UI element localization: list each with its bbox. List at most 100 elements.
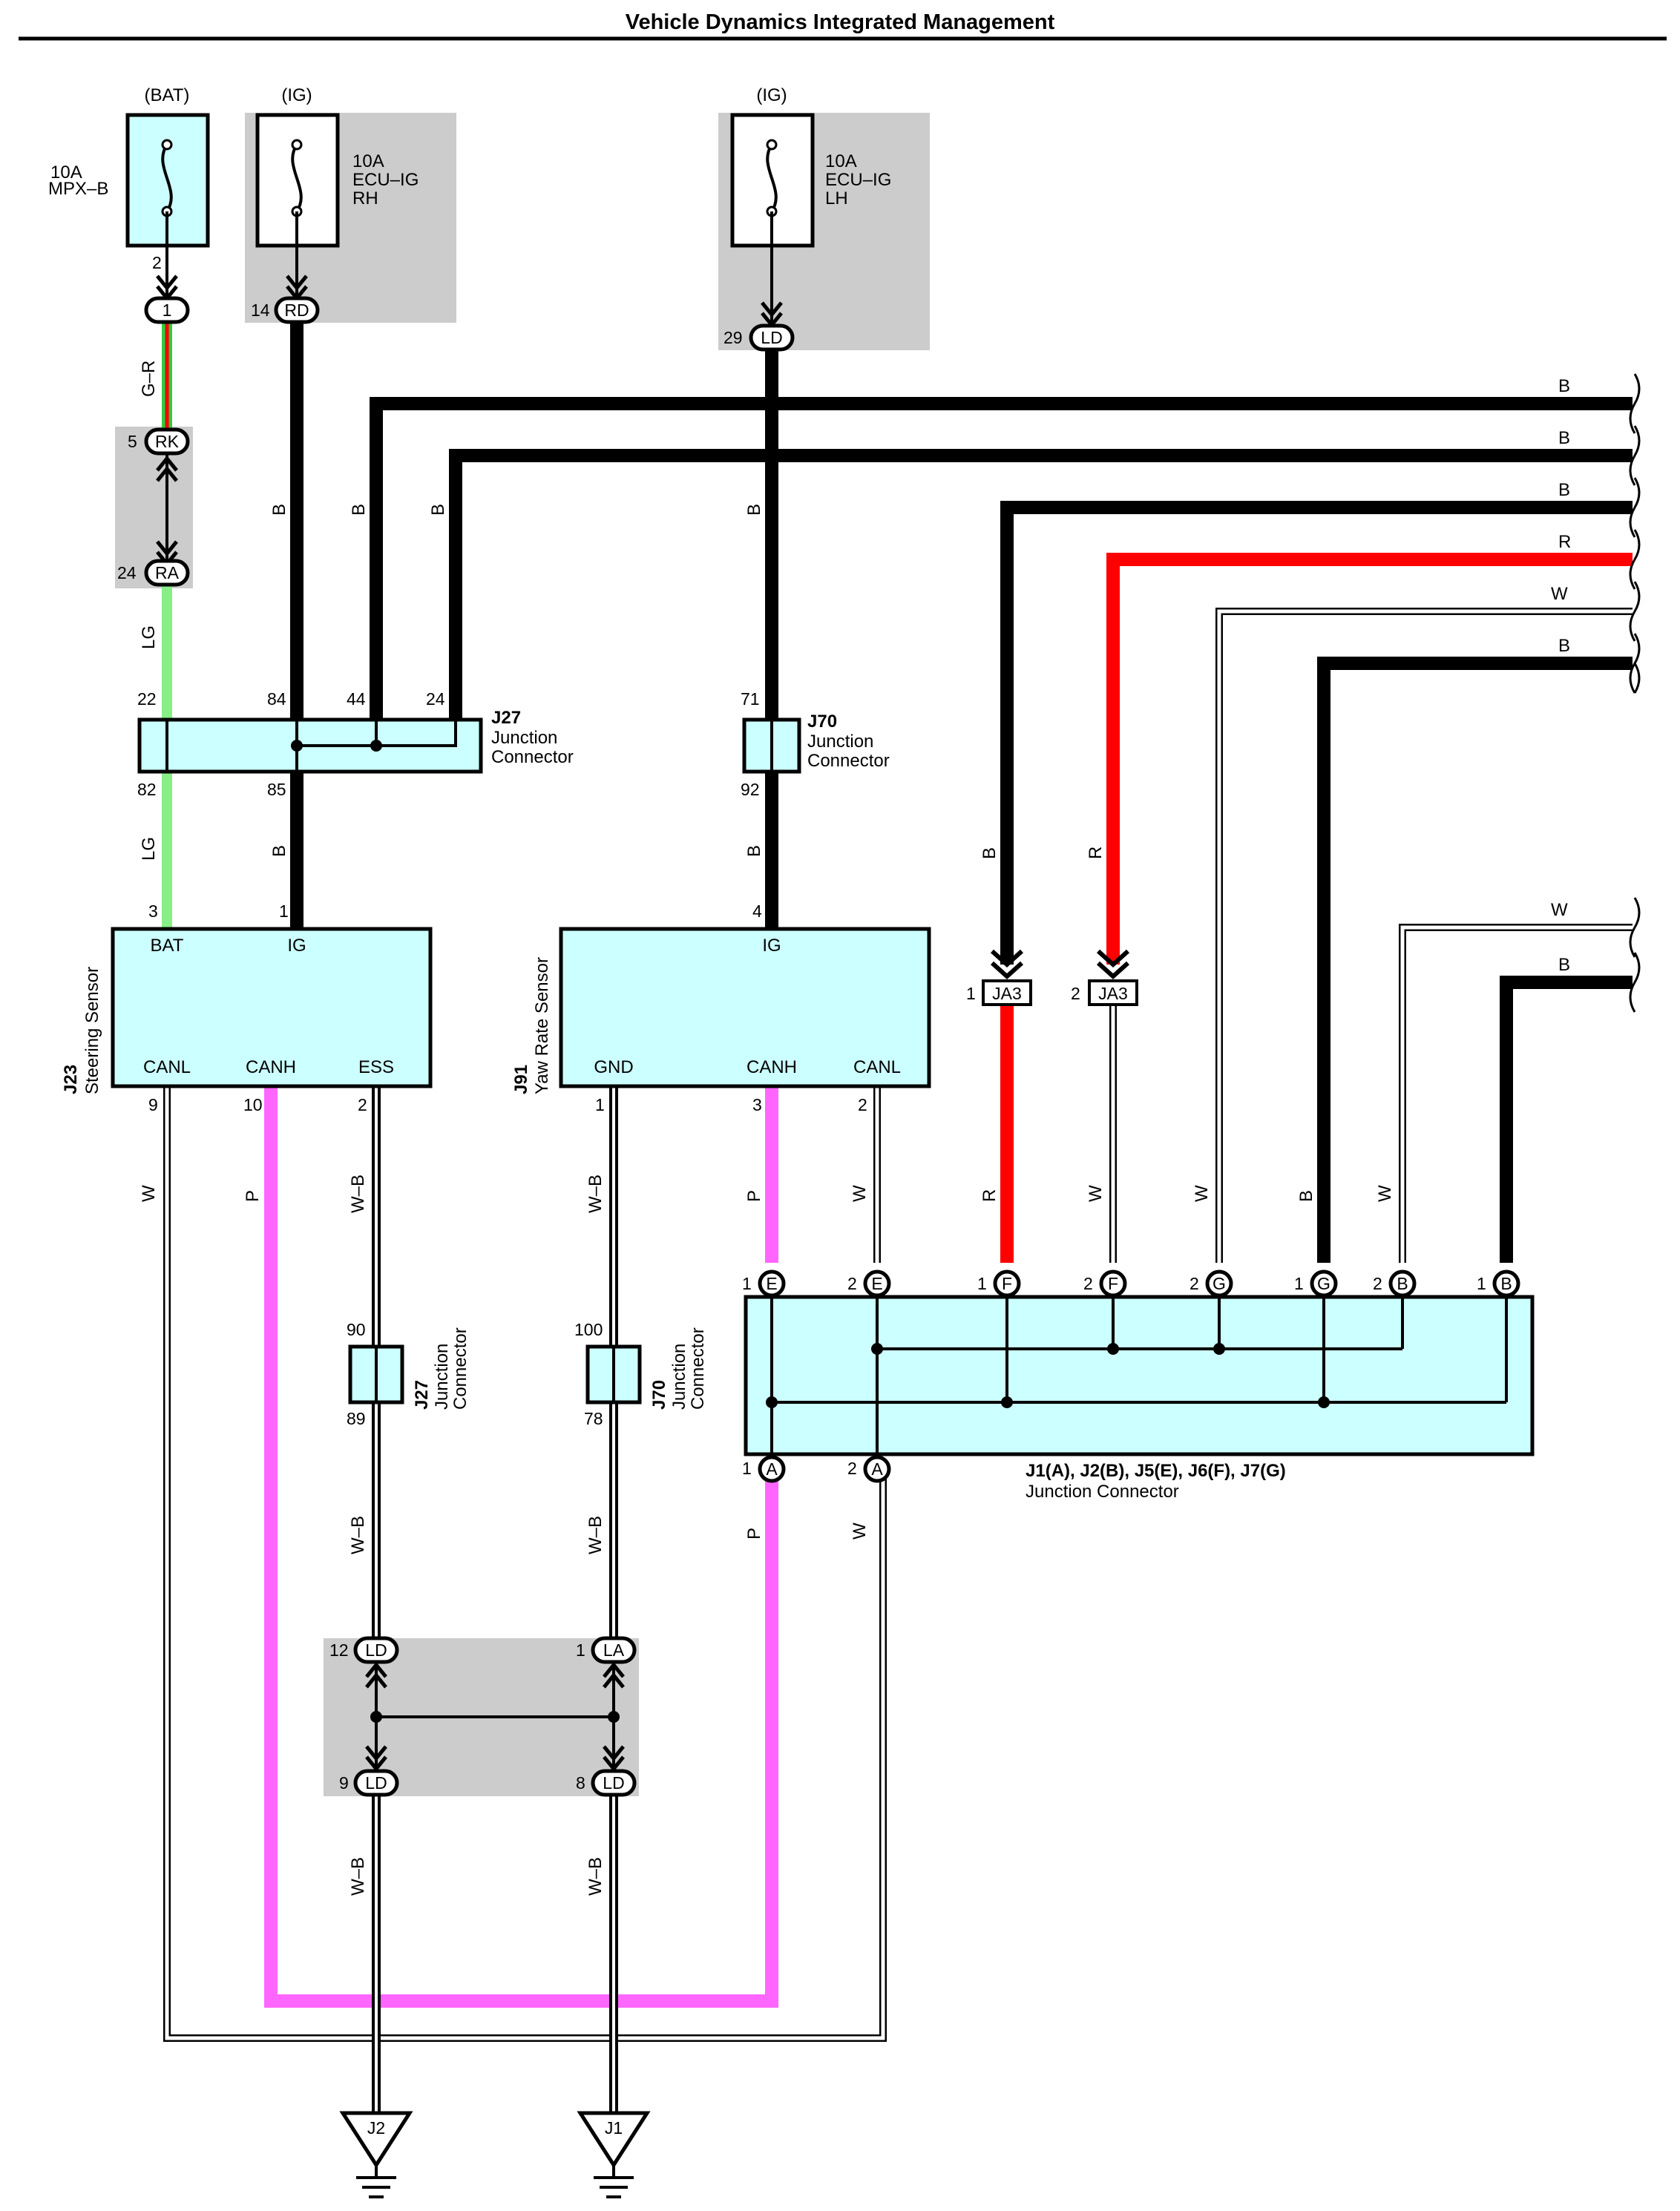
svg-text:24: 24 [117,563,137,582]
svg-text:W: W [1192,1185,1212,1202]
svg-text:B: B [744,504,764,516]
svg-text:78: 78 [584,1409,603,1428]
harness-labels: B B B R W B W B [1551,376,1571,975]
ground-j2: J2 [339,2111,413,2198]
svg-text:1: 1 [1294,1274,1304,1293]
connector-ja3-2: JA3 2 [1071,949,1138,1006]
svg-text:F: F [1002,1274,1012,1293]
svg-text:1: 1 [742,1459,752,1478]
fuse-mpxb: (BAT) 10A MPX–B 2 [48,85,210,301]
harness-label: B [1558,428,1570,448]
svg-text:CANH: CANH [246,1057,296,1077]
ground-j1: J1 [577,2111,651,2198]
jb-pin-e1: 1 E [742,1269,786,1298]
fuse-name: MPX–B [48,179,108,199]
svg-text:LD: LD [365,1773,387,1793]
fuse-source: (IG) [281,85,312,105]
j27-junction-mid: 90 89 J27 Junction Connector [347,1320,470,1428]
svg-text:BAT: BAT [151,936,184,956]
svg-text:CANL: CANL [143,1057,191,1077]
svg-text:A: A [766,1459,778,1479]
yaw-rate-sensor: 4 IG GND CANH CANL 1 3 2 J91 Yaw Rate Se… [511,901,931,1114]
svg-text:RA: RA [155,563,180,582]
connector-rd: 14 RD [251,296,320,324]
svg-text:1: 1 [742,1274,752,1293]
svg-text:R: R [1086,847,1106,859]
harness-label: B [1558,636,1570,656]
connector-ra: 24 RA [117,559,190,587]
fuse-name: ECU–IG [352,170,419,190]
svg-text:Yaw Rate Sensor: Yaw Rate Sensor [532,957,552,1094]
svg-text:B: B [349,504,369,516]
svg-text:W–B: W–B [585,1516,606,1554]
svg-text:W–B: W–B [348,1175,368,1213]
svg-text:G: G [1213,1274,1226,1293]
red-wires [1000,553,1633,1263]
svg-text:IG: IG [287,936,306,956]
svg-text:RK: RK [155,432,180,451]
harness-label: B [1558,480,1570,500]
pink-wires [264,1086,778,2008]
pin: 44 [347,689,366,709]
svg-text:W–B: W–B [585,1857,606,1896]
svg-text:JA3: JA3 [1098,984,1128,1003]
svg-text:1: 1 [279,901,289,921]
junction-block-subtitle: Junction Connector [1026,1482,1179,1502]
junction-label: Junction [491,728,557,748]
page-title: Vehicle Dynamics Integrated Management [626,10,1055,34]
svg-text:B: B [744,845,764,857]
svg-text:Connector: Connector [807,751,890,771]
svg-text:LG: LG [139,625,159,649]
fuse-ecuig-lh: (IG) 10A ECU–IG LH [730,85,891,328]
svg-text:J91: J91 [511,1065,531,1094]
connector-rk: 5 RK [128,427,190,456]
svg-text:Connector: Connector [450,1327,470,1410]
svg-text:J2: J2 [367,2118,385,2138]
svg-text:92: 92 [741,780,760,799]
fuse-pin: 2 [152,253,162,272]
svg-text:W: W [850,1522,870,1540]
jb-pin-g2: 2 G [1190,1269,1233,1298]
black-wires [290,319,1633,1263]
pin: 85 [267,780,286,799]
connector-ld-9: 9 LD [339,1769,399,1797]
steering-sensor: 3 1 BAT IG CANL CANH ESS 9 10 2 J23 Stee… [61,901,433,1114]
connector-ld-29: 29 LD [723,323,795,352]
svg-text:1: 1 [977,1274,987,1293]
svg-text:F: F [1108,1274,1118,1293]
connector-1: 1 [144,296,190,324]
j70-junction-mid: 100 78 J70 Junction Connector [574,1320,708,1428]
svg-text:W: W [1086,1185,1106,1202]
svg-text:CANL: CANL [853,1057,901,1077]
svg-text:Steering Sensor: Steering Sensor [82,967,102,1094]
harness-label: B [1558,955,1570,975]
svg-text:RD: RD [284,300,309,320]
svg-text:J70: J70 [807,712,837,732]
connector-la-1: 1 LA [576,1636,637,1664]
j70-junction-top: 71 92 J70 Junction Connector [741,689,890,799]
svg-text:P: P [744,1190,764,1202]
fuse-rating: 10A [352,151,384,171]
svg-text:9: 9 [339,1773,349,1793]
svg-text:29: 29 [723,328,743,347]
j27-junction-top: 22 84 44 24 82 85 J27 Junction Connector [137,689,574,799]
fuse-icon [161,143,173,213]
svg-text:9: 9 [148,1095,158,1114]
svg-text:1: 1 [595,1095,605,1114]
svg-text:2: 2 [1071,984,1080,1003]
junction-block: 1 E 2 E 1 F 2 F 2 G 1 G 2 [742,1269,1535,1502]
fuse-side: RH [352,188,378,208]
svg-text:B: B [1296,1190,1316,1202]
harness-label: W [1551,584,1568,604]
svg-text:Junction: Junction [807,732,873,752]
svg-text:1: 1 [576,1640,585,1660]
svg-text:E: E [766,1274,777,1293]
fuse-ecuig-rh: (IG) 10A ECU–IG RH [255,85,419,301]
svg-text:J27: J27 [412,1380,432,1410]
svg-text:LD: LD [603,1773,624,1793]
fuse-side: LH [825,188,848,208]
svg-text:4: 4 [752,901,762,921]
harness-label: B [1558,376,1570,396]
svg-text:J23: J23 [61,1065,81,1094]
svg-text:W–B: W–B [348,1857,368,1896]
